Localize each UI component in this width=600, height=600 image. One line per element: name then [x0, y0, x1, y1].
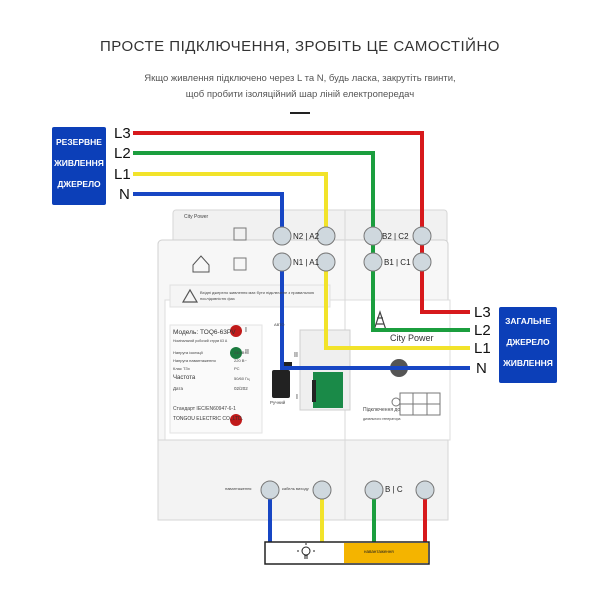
manual-knob: [272, 370, 290, 398]
load-bar-fill: [344, 543, 428, 563]
terminal-a1: [316, 252, 336, 272]
header-divider: [290, 112, 310, 114]
backup-source-line-2: ЖИВЛЕННЯ: [54, 158, 104, 168]
subtitle-line-1: Якщо живлення підключено через L та N, б…: [144, 73, 456, 84]
date-label: Дата: [173, 386, 183, 391]
right-label-l1: L1: [474, 340, 491, 357]
warning-text: Вхідні джерело живлення має бути підключ…: [200, 290, 315, 301]
terminal-label-b2-c2: B2 | C2: [382, 232, 409, 241]
wire-left-n: [133, 192, 284, 236]
frequency-label: Частота: [173, 375, 196, 381]
lever-position-bottom: I: [296, 394, 298, 401]
terminal-n1: [272, 252, 292, 272]
wire-right-l1: [324, 262, 470, 350]
main-source-line-1: ЗАГАЛЬНЕ: [505, 316, 551, 326]
terminals: [260, 226, 435, 500]
class-value: PC: [234, 366, 240, 371]
wire-right-n: [280, 262, 470, 370]
right-label-l3: L3: [474, 304, 491, 321]
bottom-left-label: навантаження: [225, 486, 252, 491]
terminal-a2: [316, 226, 336, 246]
right-label-l2: L2: [474, 322, 491, 339]
load-bar-label: навантаження: [364, 549, 394, 554]
standard-label: Стандарт IEC/EN60947-6-1: [173, 406, 236, 412]
voltage-label: Напруга ізоляції: [173, 350, 203, 355]
left-label-l3: L3: [114, 125, 131, 142]
terminal-b2: [363, 226, 383, 246]
indicator-2-label: II: [245, 349, 249, 356]
voltage-value: 240 В~: [234, 350, 247, 355]
mode-label: АВТО: [274, 322, 285, 327]
model-label: Модель: TOQ6-63PV: [173, 329, 236, 336]
terminal-label-n1-a1: N1 | A1: [293, 258, 320, 267]
main-source-box: ЗАГАЛЬНЕ ДЖЕРЕЛО ЖИВЛЕННЯ: [499, 307, 557, 383]
terminal-b1: [363, 252, 383, 272]
terminal-c2: [412, 226, 432, 246]
brand-front: City Power: [390, 333, 434, 343]
indicator-1-label: I: [245, 327, 247, 334]
device-body: [157, 209, 451, 521]
main-source-line-3: ЖИВЛЕННЯ: [503, 358, 553, 368]
indicator-green: [230, 347, 242, 359]
terminal-c1: [412, 252, 432, 272]
left-label-l1: L1: [114, 166, 131, 183]
lever-position-top: II: [294, 352, 298, 359]
sun-icon: [391, 397, 401, 407]
subtitle-line-2: щоб пробити ізоляційний шар ліній електр…: [185, 89, 415, 100]
window-icon-mid: [233, 257, 247, 271]
solar-caption: Підключення до: [363, 407, 401, 413]
wire-left-l3: [133, 131, 470, 314]
load-bar: [264, 541, 430, 565]
backup-source-line-1: РЕЗЕРВНЕ: [56, 137, 102, 147]
terminal-out-c: [415, 480, 435, 500]
window-icon-top: [233, 227, 247, 241]
warning-strip: [169, 284, 331, 308]
wire-left-l1: [133, 172, 328, 236]
left-label-n: N: [119, 186, 130, 203]
brand-top: City Power: [184, 214, 209, 220]
bottom-mid-label: кабель виходу: [282, 486, 309, 491]
date-value: 02/202: [234, 386, 248, 391]
rating-label-area: [169, 324, 263, 434]
solar-caption-2: дизельного генератора: [363, 417, 401, 421]
backup-source-box: РЕЗЕРВНЕ ЖИВЛЕННЯ ДЖЕРЕЛО: [52, 127, 106, 205]
rated-current-label: Номінальний робочий струм 63 А: [173, 339, 228, 343]
page-title: ПРОСТЕ ПІДКЛЮЧЕННЯ, ЗРОБІТЬ ЦЕ САМОСТІЙН…: [100, 38, 500, 55]
company-label: TONGOU ELECTRIC CO.,LTD.: [173, 416, 244, 422]
terminal-label-b1-c1: B1 | C1: [384, 258, 411, 267]
device-bottom-module: [157, 439, 449, 521]
backup-source-line-3: ДЖЕРЕЛО: [57, 179, 101, 189]
terminal-label-n2-a2: N2 | A2: [293, 232, 320, 241]
load-voltage-value: 220 В~: [234, 358, 247, 363]
frequency-value: 50/60 Гц: [234, 376, 250, 381]
bottom-right-label: B | C: [385, 485, 403, 494]
main-source-line-2: ДЖЕРЕЛО: [506, 337, 550, 347]
terminal-n2: [272, 226, 292, 246]
green-lever: [313, 372, 343, 408]
class-label: Клас ТЗх: [173, 366, 190, 371]
tower-icon: [373, 310, 387, 331]
black-lever: [312, 380, 316, 402]
manual-label: Ручний: [270, 400, 286, 405]
terminal-out-b: [364, 480, 384, 500]
indicator-red-1: [230, 325, 242, 337]
load-voltage-label: Напруга навантаження: [173, 358, 216, 363]
terminal-out-n: [260, 480, 280, 500]
page-subtitle: Якщо живлення підключено через L та N, б…: [0, 71, 600, 103]
warning-triangle-icon: [181, 288, 199, 303]
house-icon: [192, 255, 210, 273]
right-label-n: N: [476, 360, 487, 377]
left-label-l2: L2: [114, 145, 131, 162]
terminal-out-a: [312, 480, 332, 500]
indicator-red-2: [230, 414, 242, 426]
lamp-icon: [301, 546, 311, 556]
